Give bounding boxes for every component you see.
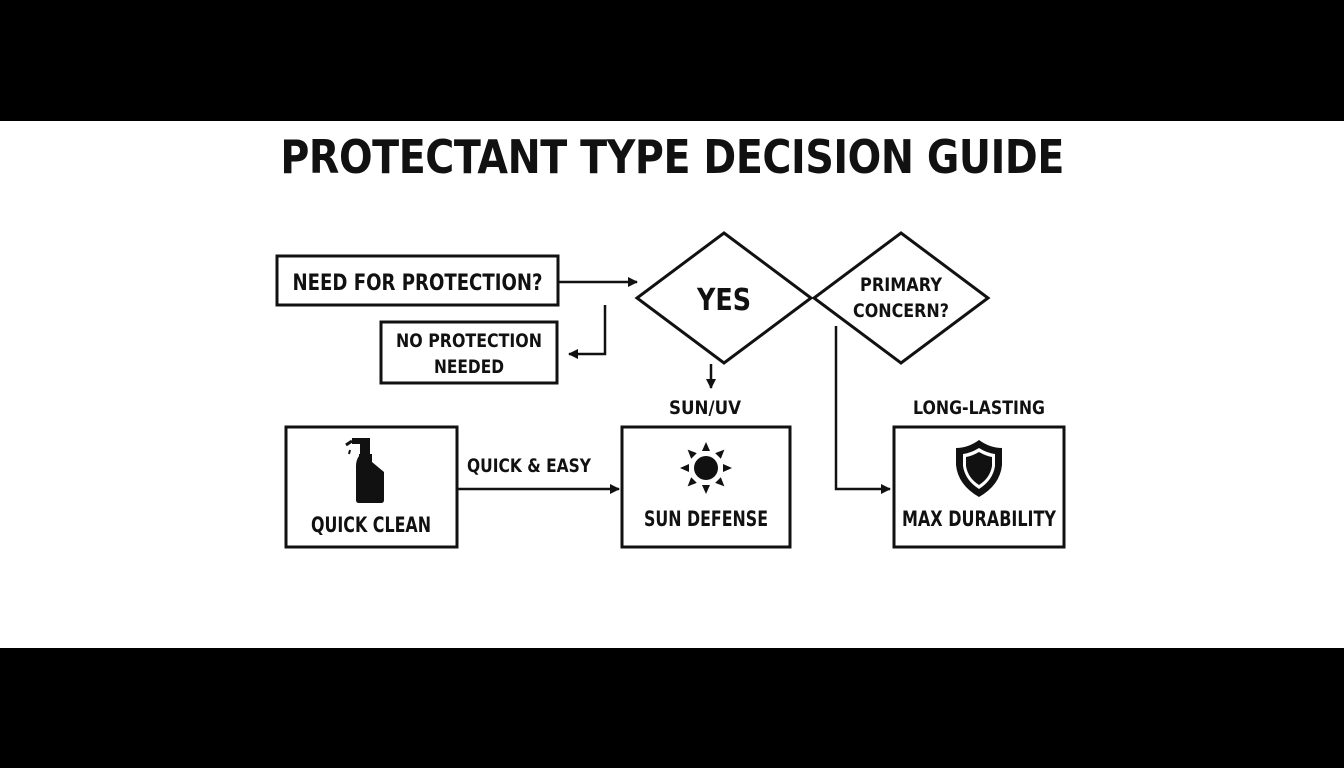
need-protection-label: NEED FOR PROTECTION? bbox=[293, 271, 543, 296]
spray-bottle-icon bbox=[345, 438, 384, 503]
primary-concern-label-line2: CONCERN? bbox=[853, 300, 949, 322]
primary-concern-label-line1: PRIMARY bbox=[860, 274, 942, 296]
node-primary-concern-diamond: PRIMARY CONCERN? bbox=[811, 231, 991, 365]
node-yes-diamond: YES bbox=[634, 231, 814, 365]
edge-label-quick-easy: QUICK & EASY bbox=[467, 455, 591, 477]
edge-label-sun-uv: SUN/UV bbox=[669, 397, 741, 419]
sun-defense-label: SUN DEFENSE bbox=[644, 507, 768, 531]
max-durability-label: MAX DURABILITY bbox=[902, 507, 1057, 531]
white-panel bbox=[0, 121, 1344, 648]
node-max-durability: MAX DURABILITY bbox=[892, 425, 1066, 549]
edge-label-long-lasting: LONG-LASTING bbox=[913, 397, 1045, 419]
node-sun-defense: SUN DEFENSE bbox=[620, 425, 792, 549]
quick-clean-label: QUICK CLEAN bbox=[311, 513, 431, 537]
arrow-need-to-no-protection bbox=[568, 305, 607, 359]
node-need-protection: NEED FOR PROTECTION? bbox=[275, 254, 560, 307]
yes-label: YES bbox=[696, 283, 751, 318]
shield-icon bbox=[956, 440, 1002, 497]
arrow-concern-to-durability bbox=[834, 326, 891, 494]
node-no-protection: NO PROTECTION NEEDED bbox=[379, 320, 559, 385]
no-protection-label-line1: NO PROTECTION bbox=[396, 330, 542, 352]
node-quick-clean: QUICK CLEAN bbox=[284, 425, 459, 549]
no-protection-label-line2: NEEDED bbox=[434, 356, 504, 378]
page-title: PROTECTANT TYPE DECISION GUIDE bbox=[280, 130, 1064, 184]
sun-icon bbox=[680, 442, 732, 494]
connectors bbox=[457, 277, 891, 494]
